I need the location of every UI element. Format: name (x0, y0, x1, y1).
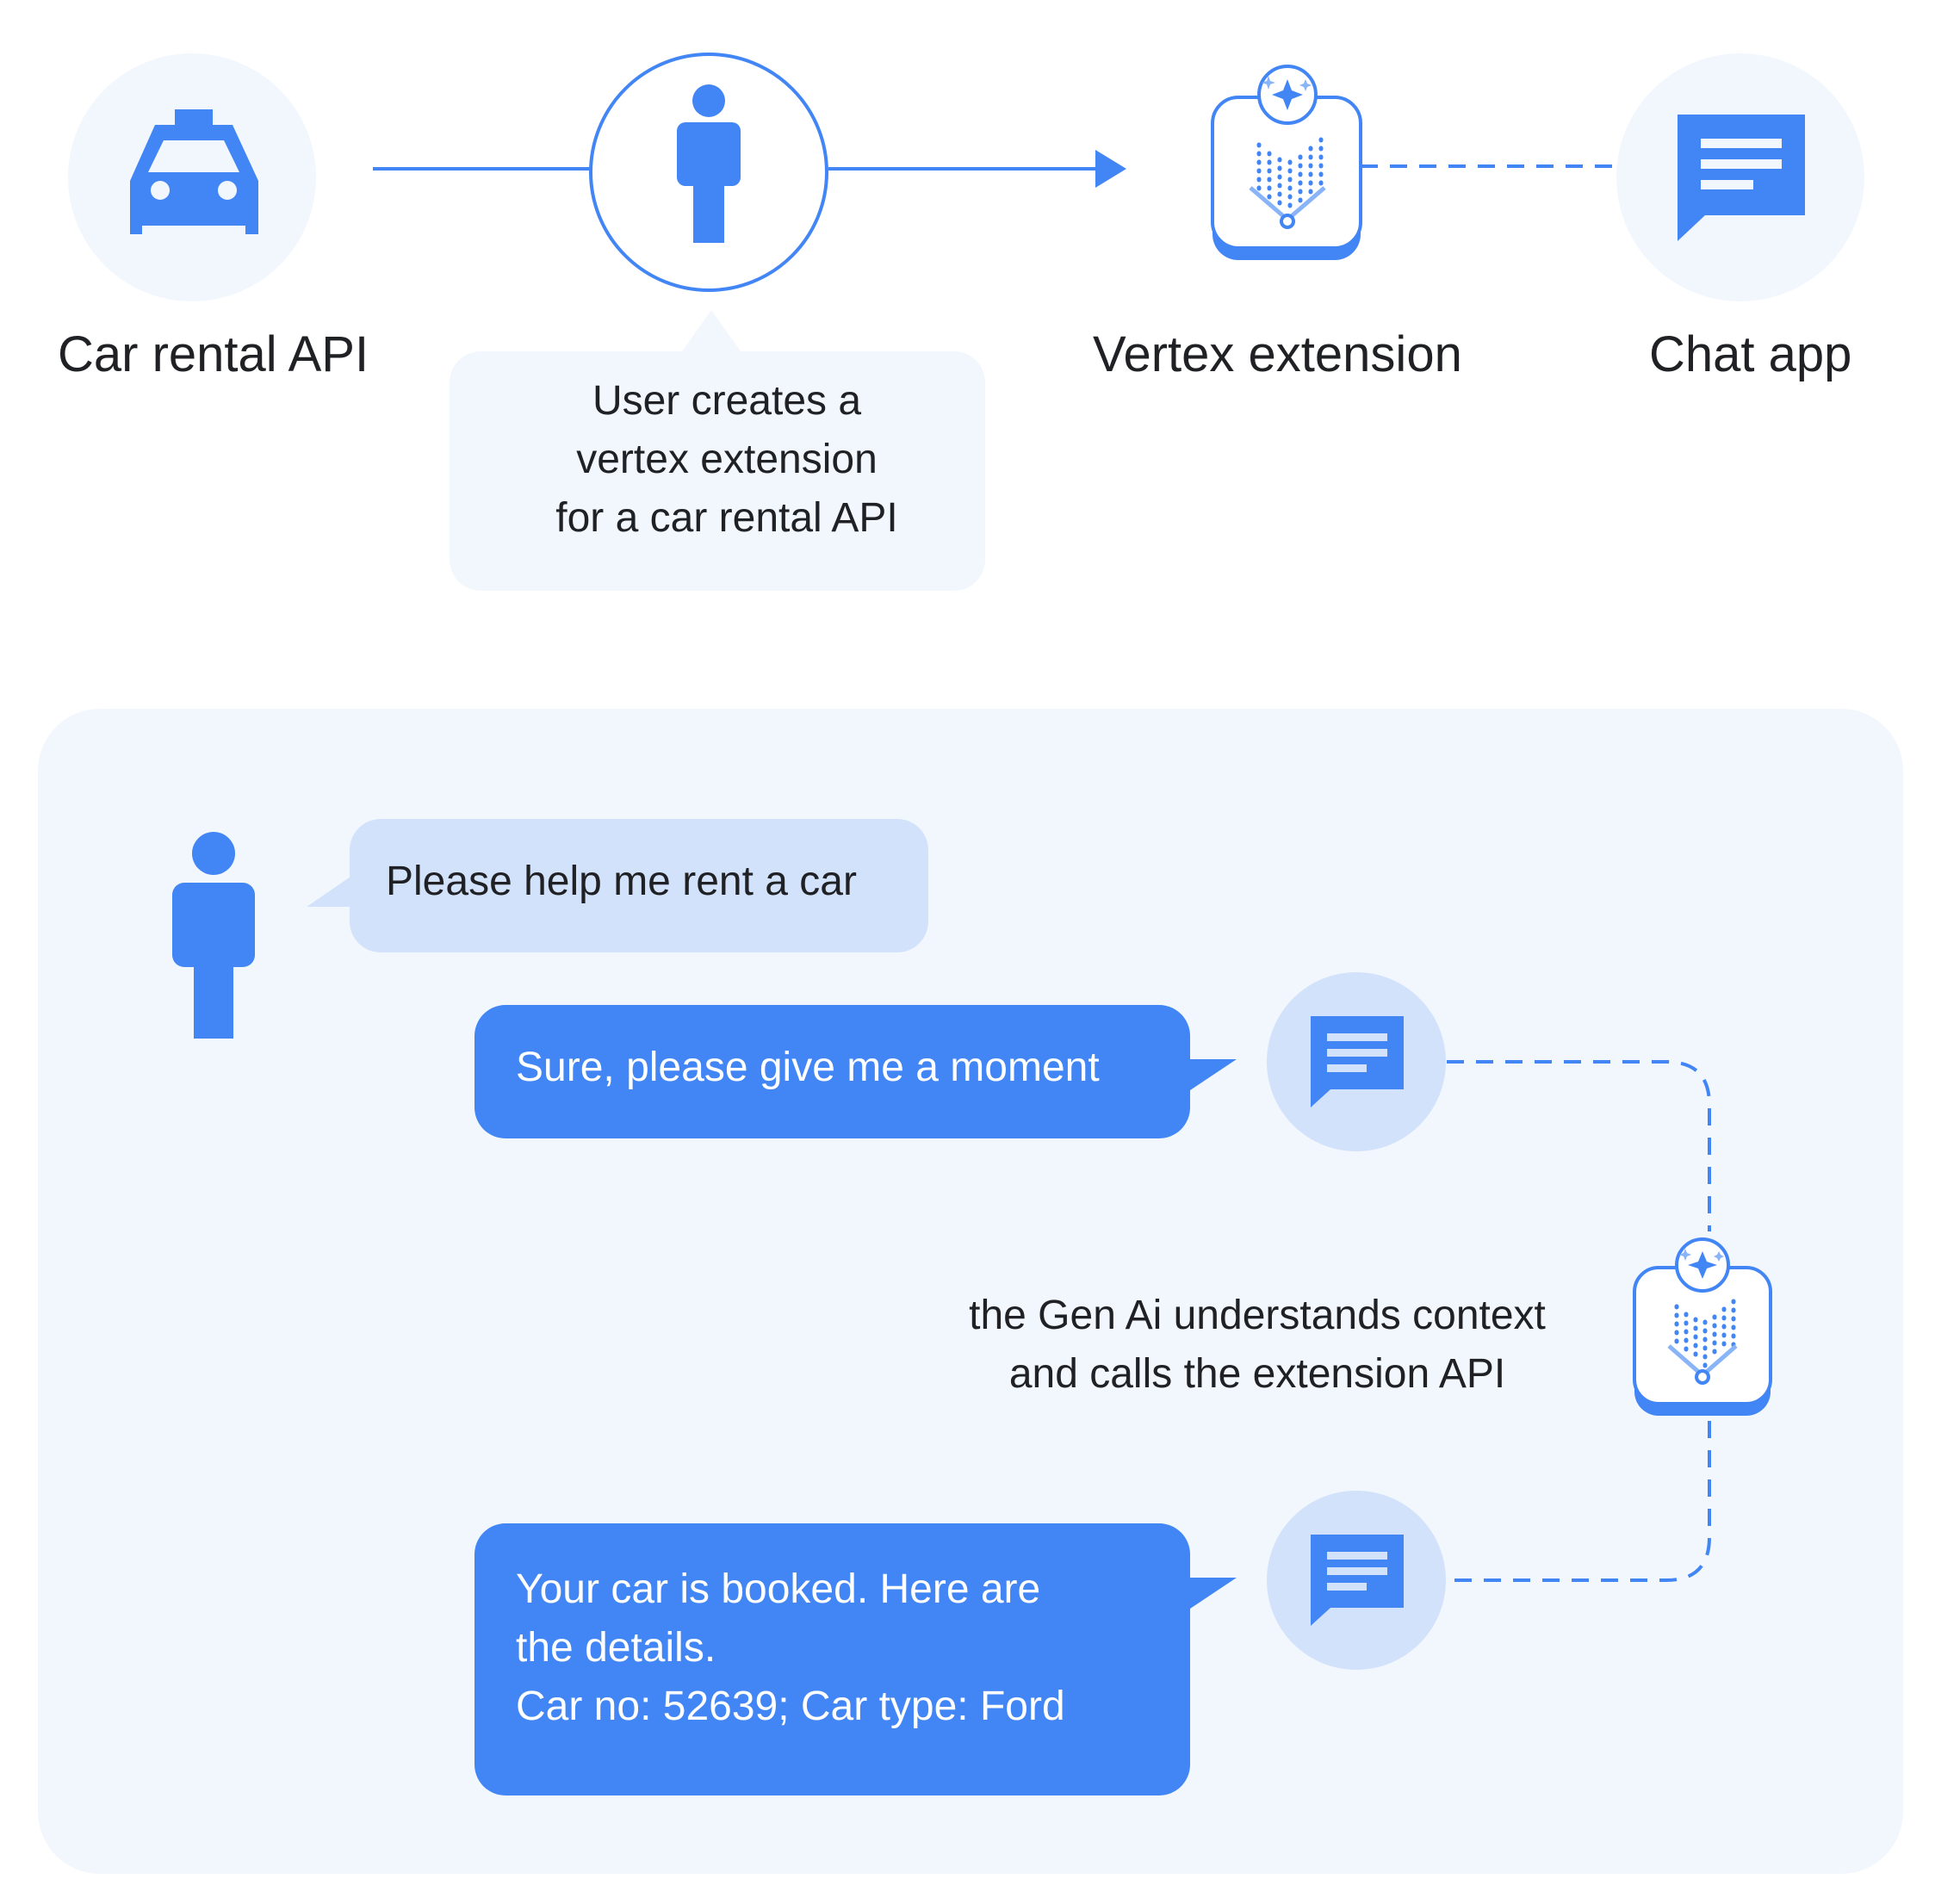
user-node (589, 53, 828, 292)
gen-ai-note-line: and calls the extension API (1008, 1351, 1506, 1397)
chat-icon (1311, 1535, 1404, 1626)
bot-reply-1-text: Sure, please give me a moment (516, 1045, 1100, 1090)
callout-line: vertex extension (576, 437, 878, 482)
dashed-route-from-vertex (1447, 1421, 1711, 1582)
car-icon (130, 109, 258, 234)
chat-app-label: Chat app (1649, 326, 1852, 382)
callout-box (450, 351, 985, 591)
chat-node (1616, 53, 1864, 301)
user-message-bubble (350, 819, 928, 952)
gen-ai-note-line: the Gen Ai understands context (969, 1293, 1546, 1338)
callout-pointer (682, 310, 741, 351)
arrow-head-icon (1095, 150, 1126, 188)
bot-reply-2-line: Your car is booked. Here are (516, 1566, 1041, 1612)
bot-bubble-tail-2 (1185, 1578, 1237, 1612)
bot-reply-2-line: Car no: 52639; Car type: Ford (516, 1684, 1065, 1729)
car-node (68, 53, 316, 301)
person-icon (677, 84, 741, 243)
dashed-route-to-vertex (1447, 1060, 1711, 1231)
car-rental-api-label: Car rental API (58, 326, 369, 382)
callout-text: User creates a vertex extension for a ca… (450, 372, 1004, 548)
user-bubble-tail (307, 875, 353, 907)
chat-icon (1678, 115, 1805, 241)
vertex-ai-icon (1211, 65, 1362, 260)
user-message-text: Please help me rent a car (386, 859, 857, 904)
bot-reply-2-line: the details. (516, 1625, 716, 1671)
chat-icon (1311, 1016, 1404, 1107)
person-icon (172, 832, 255, 1039)
vertex-ai-icon (1633, 1237, 1772, 1416)
bot-reply-bubble-2 (474, 1523, 1190, 1795)
bot-bubble-tail-1 (1185, 1059, 1237, 1094)
gen-ai-note: the Gen Ai understands context and calls… (913, 1287, 1602, 1404)
chat-node-reply-1 (1267, 972, 1446, 1151)
vertex-extension-label: Vertex extension (1093, 326, 1462, 382)
bot-reply-bubble-1 (474, 1005, 1190, 1138)
chat-node-reply-2 (1267, 1491, 1446, 1670)
callout-line: for a car rental API (555, 495, 898, 541)
callout-line: User creates a (592, 378, 862, 424)
bot-reply-2-text: Your car is booked. Here are the details… (516, 1560, 1065, 1736)
